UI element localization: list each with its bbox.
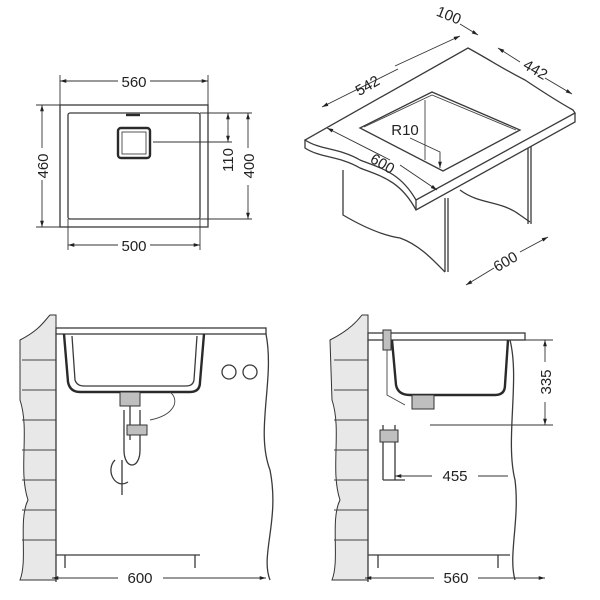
countertop [303, 47, 576, 201]
drain-inner [121, 131, 147, 155]
dim-sink-depth: 335 [538, 369, 555, 394]
countertop-front [55, 327, 267, 335]
sink-bowl-section [62, 333, 206, 394]
countertop-break [263, 333, 274, 581]
dim-width-outer: 560 [121, 74, 146, 91]
top-view: 560 500 460 110 400 [35, 74, 258, 255]
dim-drain-offset: 110 [220, 148, 237, 172]
overflow-fitting [382, 329, 392, 351]
sink-bowl-side-section [390, 339, 510, 397]
dim-width-inner: 500 [121, 238, 146, 255]
dim-cabinet-depth-iso: 600 [491, 248, 521, 275]
sink-bowl-outline [67, 112, 201, 220]
cabinet-left-side [342, 170, 446, 273]
dim-cabinet-depth: 560 [443, 570, 468, 587]
drain-fitting-side [411, 394, 435, 410]
dim-cutout-width: 542 [353, 72, 383, 99]
wall-brick-side [329, 314, 369, 581]
sink-outer-outline [59, 104, 209, 228]
sink-cutout [358, 91, 522, 172]
dim-corner-radius: R10 [391, 122, 419, 139]
front-view: 600 [19, 314, 274, 587]
dim-back-margin: 100 [434, 3, 464, 28]
countertop-side [367, 332, 526, 341]
drain-outer [116, 126, 152, 160]
dim-cabinet-width: 600 [127, 570, 152, 587]
dim-depth-inner: 400 [241, 153, 258, 178]
dim-depth-outer: 460 [35, 153, 52, 178]
wall-brick [19, 314, 57, 581]
side-view: 455 335 560 [329, 314, 555, 587]
drain-fitting [119, 391, 141, 407]
isometric-view: 542 600 100 442 R10 600 [303, 3, 576, 286]
dim-drain-distance: 455 [442, 468, 467, 485]
